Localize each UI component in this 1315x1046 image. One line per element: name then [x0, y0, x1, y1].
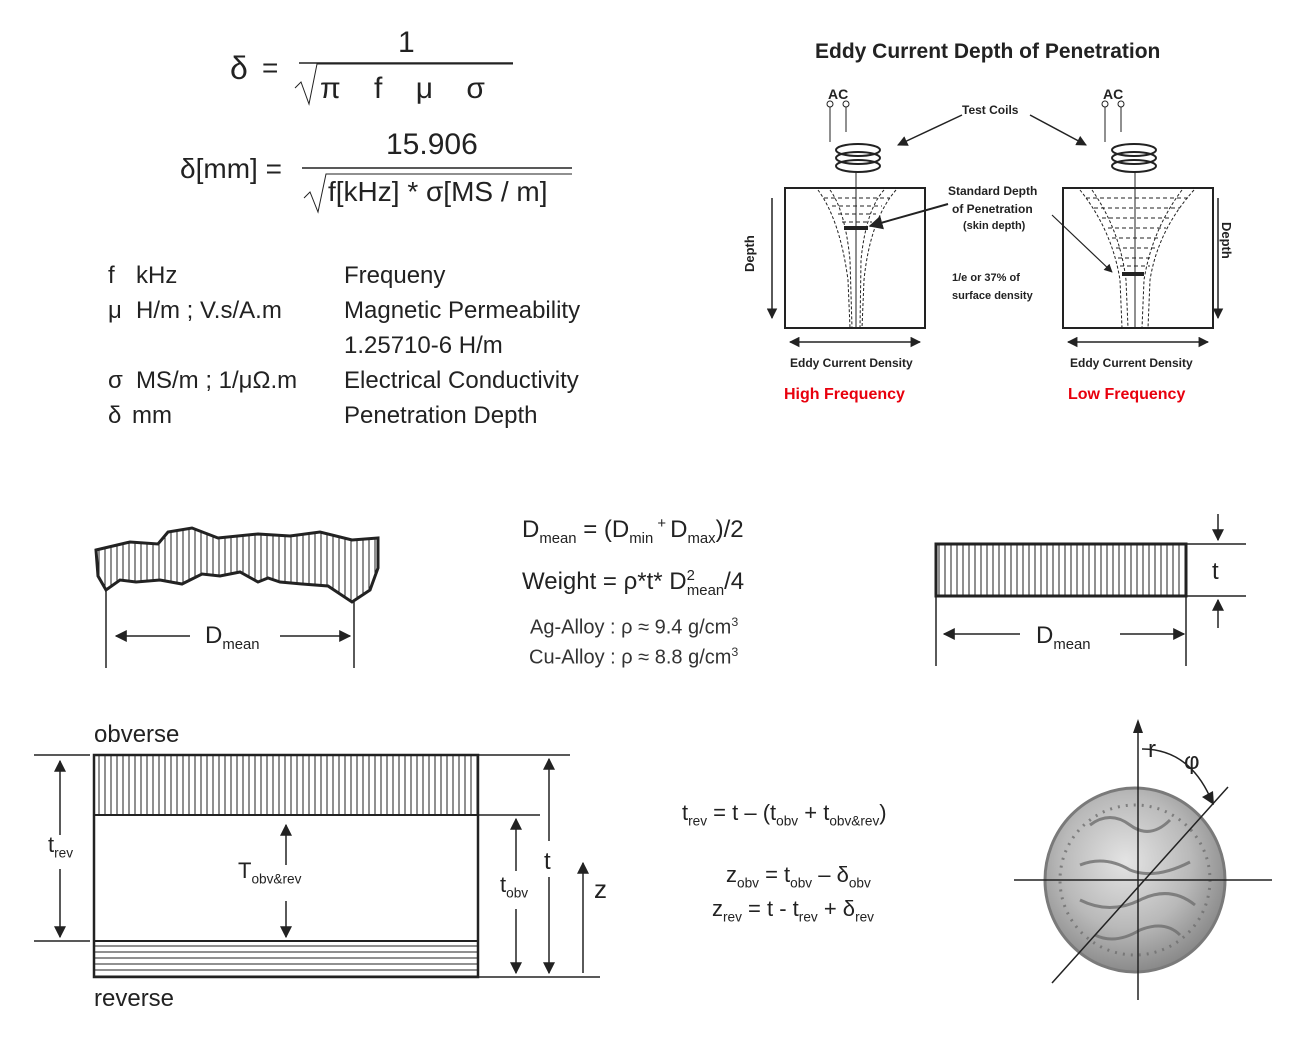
test-coils-label: Test Coils	[962, 103, 1019, 117]
denominator-terms: π f μ σ	[320, 72, 485, 105]
d-mean-equation: Dmean = (Dmin + Dmax)/2	[522, 516, 744, 547]
z-rev-equation: zrev = t - trev + δrev	[712, 896, 874, 925]
t-obv-label: tobv	[500, 872, 529, 901]
material-block-high	[784, 187, 926, 329]
d-mean-label-left: Dmean	[205, 622, 260, 653]
delta-mm-lhs: δ[mm] =	[180, 153, 282, 184]
ag-alloy-density: Ag-Alloy : ρ ≈ 9.4 g/cm3	[530, 615, 739, 639]
sqrt-symbol-2	[302, 167, 572, 214]
t-obvrev-label: Tobv&rev	[238, 858, 302, 887]
delta-symbol: δ	[230, 50, 248, 86]
denominator-freq-cond: f[kHz] * σ[MS / m]	[328, 176, 548, 207]
numerator-15906: 15.906	[386, 128, 478, 161]
std-depth-label-1: Standard Depth	[948, 184, 1038, 198]
legend-desc: Frequeny	[344, 262, 446, 289]
t-rev-label: trev	[48, 832, 74, 861]
legend-desc: 1.25710-6 H/m	[344, 332, 503, 359]
weight-equation: Weight = ρ*t* D2mean/4	[522, 568, 745, 599]
obverse-label: obverse	[94, 721, 180, 748]
legend-desc: Magnetic Permeability	[344, 297, 581, 324]
d-mean-label-right: Dmean	[1036, 622, 1091, 653]
legend-desc: Penetration Depth	[344, 402, 538, 429]
legend-unit: MS/m ; 1/μΩ.m	[136, 367, 298, 394]
high-frequency-label: High Frequency	[784, 386, 905, 403]
material-block-low	[1062, 187, 1214, 329]
cu-alloy-density: Cu-Alloy : ρ ≈ 8.8 g/cm3	[529, 645, 739, 669]
low-frequency-label: Low Frequency	[1068, 386, 1186, 403]
coil-right	[1101, 100, 1157, 328]
eddy-graphics	[766, 100, 1224, 348]
density-axis-left: Eddy Current Density	[790, 356, 913, 370]
eddy-title: Eddy Current Depth of Penetration	[815, 40, 1161, 63]
legend-unit: mm	[132, 402, 172, 429]
legend-symbol: μ	[108, 297, 122, 324]
ac-label-left: AC	[828, 86, 849, 102]
density-label-2: surface density	[952, 290, 1033, 302]
coil-left	[826, 100, 881, 328]
r-axis-label: r	[1148, 736, 1156, 763]
z-obv-equation: zobv = tobv – δobv	[726, 862, 871, 891]
t-rev-equation: trev = t – (tobv + tobv&rev)	[682, 800, 887, 829]
z-label: z	[594, 874, 607, 904]
legend-symbol: δ	[108, 402, 122, 429]
density-axis-right: Eddy Current Density	[1070, 356, 1193, 370]
ac-label-right: AC	[1103, 86, 1124, 102]
legend-symbol: f	[108, 262, 115, 289]
sqrt-symbol-1	[294, 62, 513, 106]
equals-sign: =	[262, 52, 279, 83]
legend-desc: Electrical Conductivity	[344, 367, 579, 394]
legend-unit: kHz	[136, 262, 178, 289]
thickness-label: t	[1212, 558, 1219, 585]
density-label-1: 1/e or 37% of	[952, 272, 1020, 284]
std-depth-label-3: (skin depth)	[963, 220, 1026, 232]
reverse-label: reverse	[94, 985, 175, 1012]
phi-angle-label: φ	[1184, 748, 1200, 775]
legend-unit: H/m ; V.s/A.m	[136, 297, 282, 324]
numerator-one: 1	[398, 26, 415, 59]
t-total-label: t	[544, 848, 551, 875]
std-depth-label-2: of Penetration	[952, 202, 1033, 216]
legend-symbol: σ	[108, 367, 123, 394]
